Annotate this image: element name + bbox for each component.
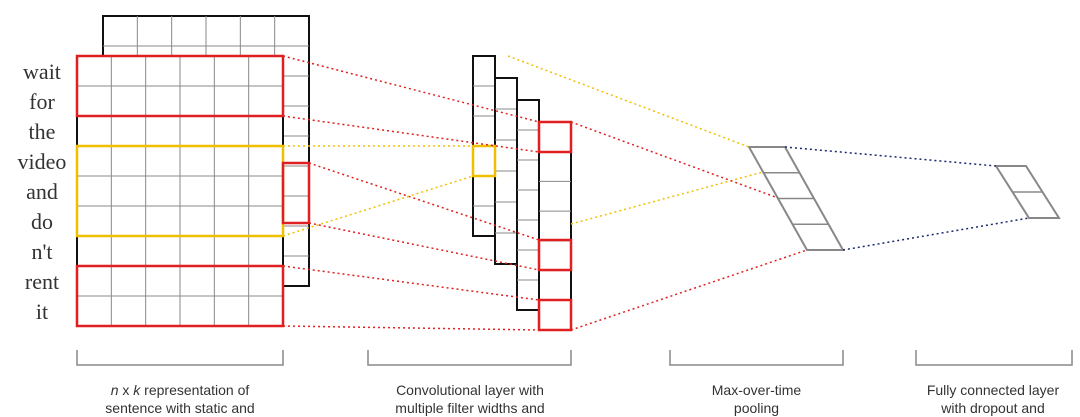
connector-pool-red-2 [570,249,808,331]
connector-pool-red-1 [570,121,779,199]
connector-fc-2 [842,217,1030,251]
connector-red-5 [282,265,540,301]
connector-red-6 [282,325,540,331]
connector-red-1 [282,55,540,123]
caption-conv: Convolutional layer with multiple filter… [395,382,545,416]
connector-red-3 [308,162,540,241]
bracket-fc [915,350,1073,366]
word-do: do [31,209,53,234]
connector-red-2 [282,115,540,153]
filter-window-red-back [281,161,311,225]
word-video: video [17,149,67,174]
feature-cell-red-middle [537,238,573,272]
feature-cell-red-bottom [537,298,573,332]
bracket-conv [367,350,572,366]
word-rent: rent [24,269,60,294]
filter-window-red-bottom [75,264,285,328]
connector-red-4 [308,222,540,271]
feature-cell-yellow [471,144,497,178]
word-nt: n't [31,239,53,264]
bracket-matrix [76,350,284,366]
output-layer [994,165,1061,219]
word-it: it [35,299,49,324]
caption-fc: Fully connected layer with dropout and [926,382,1060,416]
embedding-matrix-front [76,55,284,327]
word-and: and [26,179,58,204]
feature-map-column-2 [494,77,518,265]
bracket-pool [669,350,844,366]
feature-map-column-4 [538,121,572,331]
filter-window-red-top [75,54,285,118]
feature-map-column-3 [516,99,540,311]
connector-yellow-2 [282,175,474,237]
pooling-vector [747,146,845,251]
caption-pool: Max-over-time pooling [711,382,802,416]
word-for: for [29,89,55,114]
connector-fc-1 [784,146,997,167]
caption-matrix: n x k representation of sentence with st… [105,382,255,416]
connector-pool-yellow-2 [570,171,764,225]
word-wait: wait [23,59,61,84]
feature-cell-red-top [537,120,573,154]
word-the: the [28,119,56,144]
